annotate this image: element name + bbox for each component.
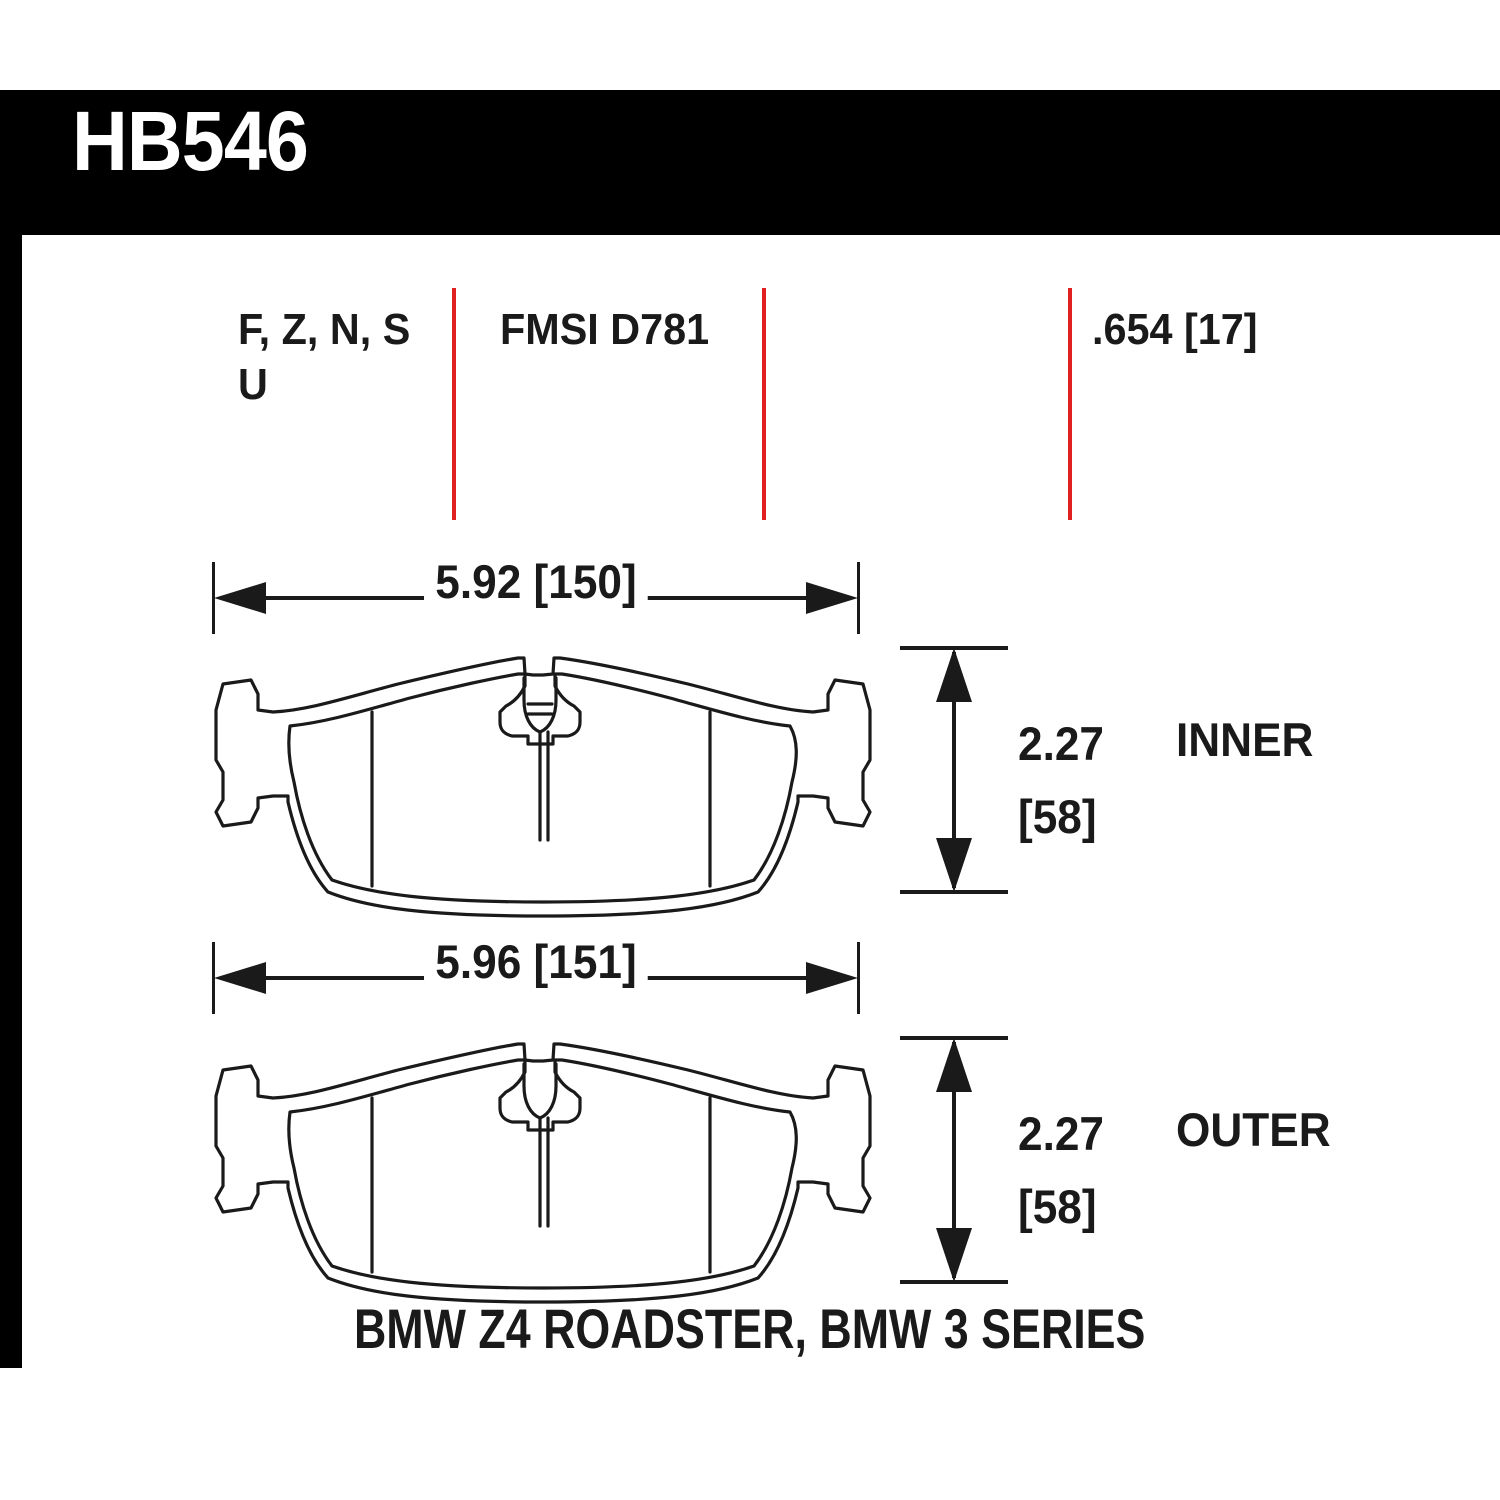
header-banner [0,90,1500,235]
inner-width-label: 5.92 [150] [424,554,648,609]
center-slot-right-edge [538,1062,558,1120]
extension-line-right [857,942,860,1014]
extension-line-left [212,562,215,634]
arrowhead-down-icon [936,838,972,892]
inner-position-label: INNER [1176,713,1314,766]
arrowhead-right-icon [806,962,858,994]
inner-height-dimension [900,646,1020,894]
arrowhead-up-icon [936,1038,972,1092]
outer-height-label: 2.27 [58] [1018,1107,1104,1233]
friction-material-outline [287,1058,798,1290]
dimension-line-left [228,596,486,600]
extension-line-right [857,562,860,634]
dimension-tick-bottom [900,890,1008,894]
dimension-tick-bottom [900,1280,1008,1284]
arrowhead-up-icon [936,648,972,702]
dimension-line-right [586,596,844,600]
backing-plate-outline [214,656,872,918]
left-border-rail [0,90,22,1368]
outer-height-dimension [900,1036,1020,1284]
spec-row: F, Z, N, S U FMSI D781 .654 [17] [0,288,1500,528]
outer-brake-pad-drawing [214,1042,872,1304]
extension-line-left [212,942,215,1014]
spec-divider-1 [452,288,456,520]
backing-plate-outline [214,1042,872,1304]
outer-width-dimension: 5.96 [151] [212,934,860,1022]
spec-divider-2 [762,288,766,520]
fmsi-code: FMSI D781 [500,305,710,354]
dimension-line-vertical [952,652,956,888]
arrowhead-down-icon [936,1228,972,1282]
arrowhead-right-icon [806,582,858,614]
dimension-line-right [586,976,844,980]
dimension-line-left [228,976,486,980]
arrowhead-left-icon [214,962,266,994]
pad-thickness: .654 [17] [1092,305,1258,354]
outer-position-label: OUTER [1176,1103,1331,1156]
vehicle-application-text: BMW Z4 ROADSTER, BMW 3 SERIES [354,1297,1146,1360]
outer-width-label: 5.96 [151] [424,934,648,989]
center-slot-left-edge [522,1062,542,1228]
inner-height-label: 2.27 [58] [1018,717,1104,843]
vehicle-application-caption: BMW Z4 ROADSTER, BMW 3 SERIES [0,1296,1500,1361]
friction-material-outline [287,672,798,904]
center-slot-right-edge [538,676,558,734]
inner-brake-pad-drawing [214,656,872,918]
compound-codes: F, Z, N, S U [238,305,411,409]
inner-width-dimension: 5.92 [150] [212,554,860,642]
dimension-line-vertical [952,1042,956,1278]
part-number-title: HB546 [72,94,309,188]
arrowhead-left-icon [214,582,266,614]
center-slot-left-edge [522,676,542,842]
spec-divider-3 [1068,288,1072,520]
